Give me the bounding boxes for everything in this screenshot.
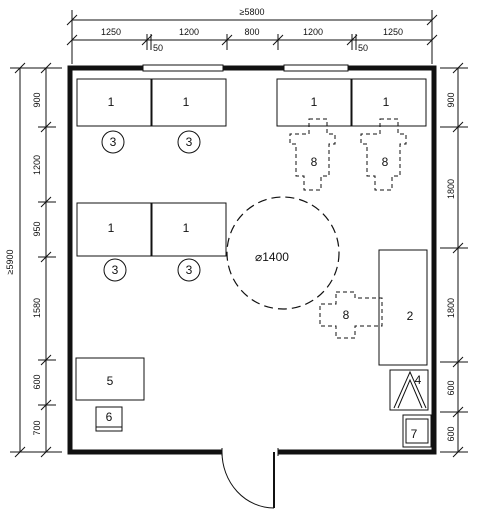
turning-circle-label: ⌀1400 [255,250,289,264]
cabinet-label: 5 [107,374,114,388]
wall-unit-label: 7 [411,427,418,441]
desk-label: 1 [311,95,318,109]
left-dim-3: 950 [32,221,42,236]
top-dim-5: 1250 [383,27,403,37]
desk: 1 [151,202,227,257]
window-left [142,64,224,72]
window-right [283,64,349,72]
right-dim-4: 600 [446,380,456,395]
workplace-label: 8 [311,155,318,169]
right-dim-5: 600 [446,426,456,441]
workplace-zone: 8 [319,291,383,339]
desk: 1 [151,78,227,127]
top-dim-2: 1200 [179,27,199,37]
left-dim-6: 700 [32,420,42,435]
turning-circle: ⌀1400 [226,196,340,310]
right-dim-1: 900 [446,92,456,107]
chair-label: 3 [112,263,119,277]
left-total-dimension: ≥5900 [5,250,15,275]
sink-unit-label: 4 [415,373,422,387]
desk-label: 1 [108,95,115,109]
top-dimensions: ≥5800 1250 1200 800 1200 1250 50 50 [66,7,438,64]
top-dim-4: 1200 [303,27,323,37]
top-gap-2: 50 [358,43,368,53]
door [221,448,279,509]
left-dim-4: 1580 [32,298,42,318]
top-total-dimension: ≥5800 [240,7,265,17]
left-dim-2: 1200 [32,155,42,175]
left-dimensions: ≥5900 900 1200 950 1580 600 700 [5,62,62,458]
chair: 3 [101,130,125,154]
right-dim-2: 1800 [446,179,456,199]
chair-label: 3 [186,135,193,149]
wall-unit: 7 [402,414,432,448]
desk-label: 1 [183,95,190,109]
desk: 1 [276,78,352,127]
workplace-zone: 8 [289,118,336,191]
desk-label: 1 [108,221,115,235]
desk: 1 [76,78,152,127]
cabinet: 5 [75,357,145,401]
right-dim-3: 1800 [446,298,456,318]
waste-bin: 6 [95,406,123,432]
desk: 1 [76,202,152,257]
chair: 3 [177,258,201,282]
top-dim-1: 1250 [101,27,121,37]
left-dim-1: 900 [32,92,42,107]
waste-bin-label: 6 [106,410,113,424]
top-dim-3: 800 [244,27,259,37]
workbench: 2 [378,249,428,366]
chair: 3 [177,130,201,154]
workbench-label: 2 [407,309,414,323]
chair: 3 [103,258,127,282]
chair-label: 3 [110,135,117,149]
workplace-zone: 8 [360,118,407,191]
top-gap-1: 50 [153,43,163,53]
desk-label: 1 [183,221,190,235]
sink-unit: 4 [389,369,429,411]
desk: 1 [351,78,427,127]
room-walls [67,64,437,455]
left-dim-5: 600 [32,374,42,389]
workplace-label: 8 [343,308,350,322]
workplace-label: 8 [382,155,389,169]
desk-label: 1 [383,95,390,109]
right-dimensions: 900 1800 1800 600 600 [440,62,468,458]
chair-label: 3 [186,263,193,277]
